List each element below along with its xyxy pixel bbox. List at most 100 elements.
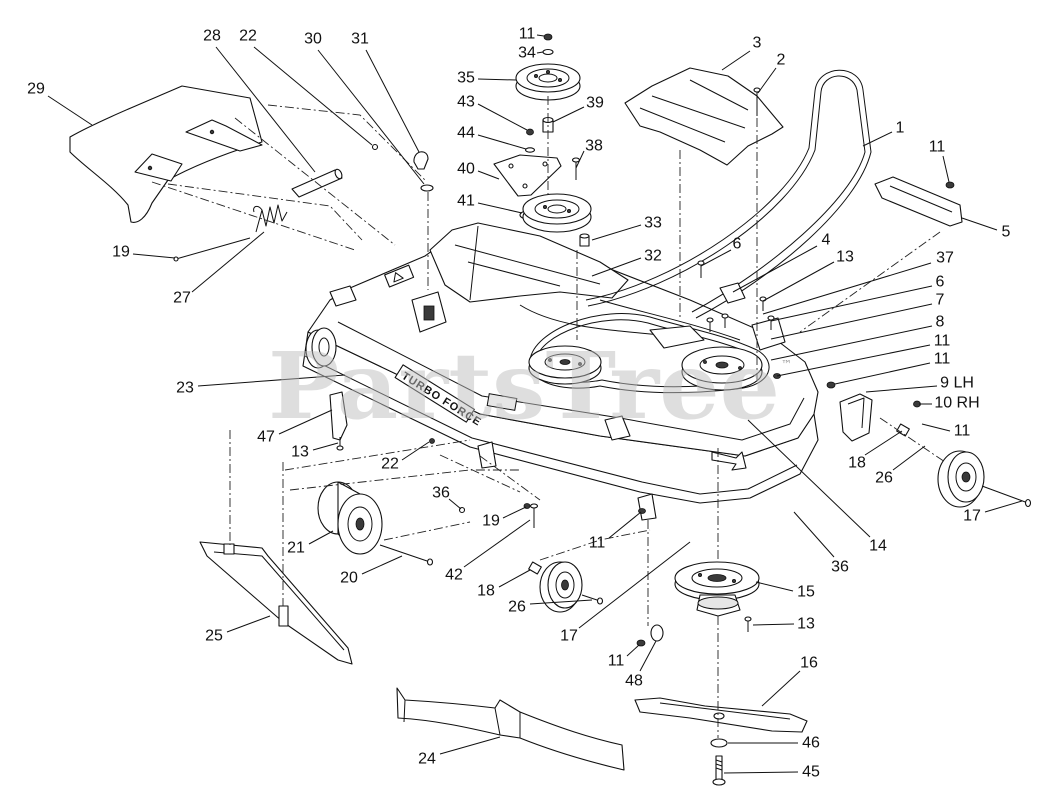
deck-left-caster-wheel <box>305 327 337 369</box>
pulley-bushing <box>579 233 590 247</box>
callout-leader-line <box>197 374 346 387</box>
callout-label: 22 <box>381 456 399 473</box>
deck-top-rim <box>337 321 805 441</box>
callout-leader-line <box>834 362 931 385</box>
callout-leader-line <box>752 623 795 626</box>
callout-leader-line <box>747 419 871 538</box>
callout: 11 <box>921 423 971 440</box>
callout-label: 13 <box>797 616 815 633</box>
deck-decal <box>486 393 518 411</box>
callout: 15 <box>755 581 815 601</box>
callout: 11 <box>519 26 545 43</box>
callout-leader-line <box>448 498 462 510</box>
callout-label: 31 <box>351 31 369 48</box>
callout-leader-line <box>723 771 799 774</box>
callout: 27 <box>173 231 265 307</box>
callout-leader-line <box>439 736 501 755</box>
idler-nut <box>526 128 534 136</box>
callout-leader-line <box>477 78 517 81</box>
callout-label: 6 <box>733 236 742 253</box>
callout-leader-line <box>984 500 1023 513</box>
callout-leader-line <box>591 257 642 277</box>
callout: 24 <box>418 736 501 768</box>
callout: 19 <box>482 506 527 530</box>
callout-leader-line <box>191 231 265 293</box>
callout: 39 <box>552 95 604 123</box>
cover-bolt <box>371 143 379 151</box>
callout-label: 44 <box>457 125 475 142</box>
callout: 43 <box>457 94 528 131</box>
callout-label: 20 <box>340 570 358 587</box>
callout: 22 <box>381 441 430 473</box>
blade-bolt <box>712 755 726 786</box>
callout-leader-line <box>308 530 334 545</box>
callout: 7 <box>770 292 945 340</box>
callout-leader-line <box>401 441 430 461</box>
callout-label: 13 <box>291 444 309 461</box>
cover-bracket-left <box>134 153 183 182</box>
callout-leader-line <box>942 155 950 183</box>
callout: 18 <box>848 430 903 472</box>
anti-scalp-roller <box>317 481 383 555</box>
callout-leader-line <box>921 423 951 432</box>
callout-label: 18 <box>848 455 866 472</box>
deck-raised-housing <box>429 222 629 303</box>
callout-leader-line <box>498 569 531 588</box>
callout-label: 35 <box>457 70 475 87</box>
callout-label: 3 <box>753 35 762 52</box>
top-washer <box>542 48 554 56</box>
callout-label: 15 <box>797 584 815 601</box>
callout-label: 8 <box>936 314 945 331</box>
upper-idler-pulley <box>515 63 581 101</box>
callout-leader-line <box>578 541 691 629</box>
roller-bracket <box>329 391 348 441</box>
front-gauge-wheel-assembly <box>528 561 604 613</box>
callout: 13 <box>291 442 339 461</box>
mower-deck: TURBO FORCE <box>302 222 819 521</box>
callout-leader-line <box>776 344 931 377</box>
direction-arrow-decal <box>711 451 747 471</box>
callout-leader-line <box>552 106 585 123</box>
callout-leader-line <box>253 46 373 146</box>
callout: 33 <box>591 215 662 241</box>
callout-label: 11 <box>934 333 951 350</box>
callout-label: 47 <box>257 429 275 446</box>
callout: 18 <box>477 569 531 600</box>
callout-label: 11 <box>929 139 946 156</box>
callout-label: 11 <box>954 423 971 440</box>
callout-leader-line <box>529 599 593 605</box>
callout-label: 2 <box>777 52 786 69</box>
idler-arm-plate <box>493 154 562 197</box>
callout: 26 <box>508 599 593 616</box>
callout-label: 48 <box>625 673 643 690</box>
mower-blade <box>634 697 808 733</box>
callout-label: 40 <box>457 161 475 178</box>
belt-guide-bracket <box>874 176 963 227</box>
watermark-text: PartsTree <box>268 332 780 440</box>
callout-label: 25 <box>205 628 223 645</box>
watermark-trademark: ™ <box>781 358 792 371</box>
belt-guide-plate <box>719 282 746 304</box>
callout-label: 32 <box>644 248 662 265</box>
callout-leader-line <box>755 581 794 592</box>
callout-leader-line <box>639 640 657 672</box>
callout-leader-line <box>361 555 403 575</box>
right-spindle-pulley <box>681 346 763 391</box>
right-gauge-wheel-assembly <box>826 381 1032 508</box>
callout-leader-line <box>732 245 818 293</box>
callout: 17 <box>963 500 1023 525</box>
callout-label: 13 <box>836 249 854 266</box>
callout: 22 <box>239 28 373 146</box>
callout-leader-line <box>463 519 531 568</box>
rear-bracket <box>329 285 357 307</box>
lower-idler-pulley <box>522 193 592 233</box>
gauge-wheel-right <box>937 450 985 508</box>
spindle-washer <box>650 624 664 642</box>
callout-label: 9 LH <box>940 375 974 392</box>
wheel-axle-bolt-right <box>981 485 1032 508</box>
callout-label: 10 RH <box>934 395 979 412</box>
callout: 13 <box>752 616 815 633</box>
deck-bracket-front <box>604 415 631 441</box>
bracket-nut <box>945 181 955 189</box>
